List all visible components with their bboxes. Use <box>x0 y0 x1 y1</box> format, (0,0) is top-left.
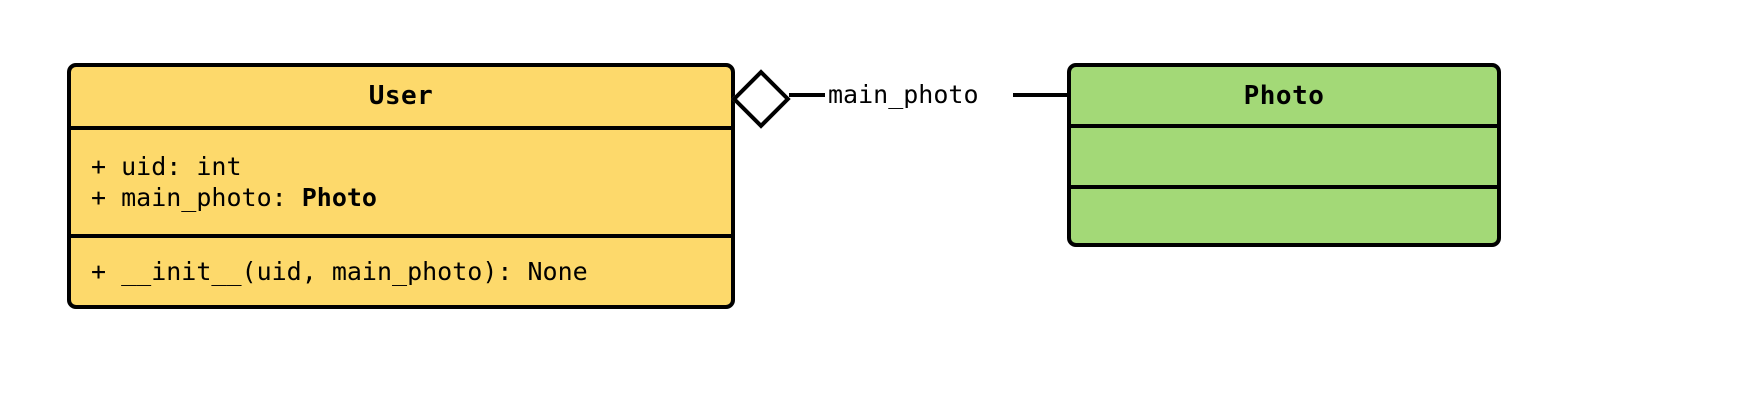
association-line-left <box>789 93 825 97</box>
uml-class-user[interactable]: User + uid: int + main_photo: Photo + __… <box>67 63 735 309</box>
uml-attribute-main-photo-prefix: + main_photo: <box>91 182 302 212</box>
uml-class-photo[interactable]: Photo <box>1067 63 1501 247</box>
uml-class-user-title: User <box>368 81 434 112</box>
uml-class-photo-methods <box>1071 185 1497 243</box>
uml-class-user-attributes: + uid: int + main_photo: Photo <box>71 125 731 234</box>
uml-attribute-main-photo: + main_photo: Photo <box>91 182 713 213</box>
association-line-right <box>1013 93 1069 97</box>
aggregation-diamond-icon <box>731 69 791 129</box>
uml-class-user-methods: + __init__(uid, main_photo): None <box>71 234 731 305</box>
uml-method-init: + __init__(uid, main_photo): None <box>91 257 588 286</box>
uml-attribute-uid: + uid: int <box>91 151 242 181</box>
uml-class-photo-title: Photo <box>1243 80 1325 111</box>
uml-attribute-main-photo-type: Photo <box>301 182 377 212</box>
association-label-main-photo: main_photo <box>825 82 982 107</box>
uml-class-photo-attributes <box>1071 124 1497 185</box>
